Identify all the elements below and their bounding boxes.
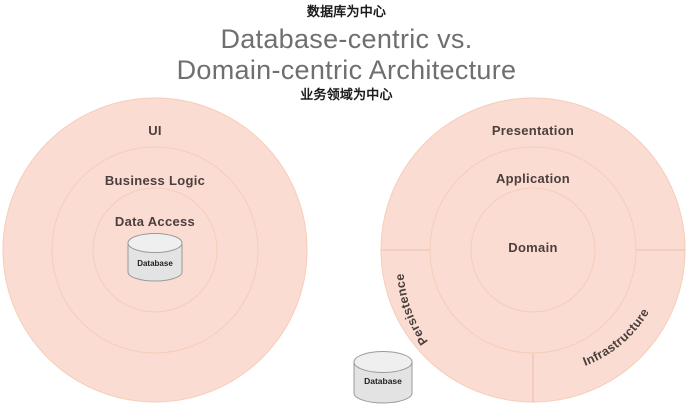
right-ring-domain-outline xyxy=(470,187,596,313)
right-label-domain: Domain xyxy=(508,240,557,255)
right-diagram-group xyxy=(380,97,686,403)
left-database-label: Database xyxy=(137,259,173,268)
left-ring-ui-outline xyxy=(2,97,308,403)
standalone-database-label: Database xyxy=(364,376,402,386)
standalone-database-icon xyxy=(353,351,413,404)
right-label-presentation: Presentation xyxy=(492,123,574,138)
left-label-ui: UI xyxy=(148,123,162,138)
right-ring-presentation xyxy=(381,98,685,402)
right-label-application: Application xyxy=(496,171,570,186)
left-ring-business-logic-outline xyxy=(51,146,259,354)
left-label-data-access: Data Access xyxy=(115,214,195,229)
left-label-business-logic: Business Logic xyxy=(105,173,205,188)
left-diagram-group xyxy=(2,97,308,403)
left-ring-data-access-outline xyxy=(92,187,218,313)
left-database-icon xyxy=(127,233,183,282)
